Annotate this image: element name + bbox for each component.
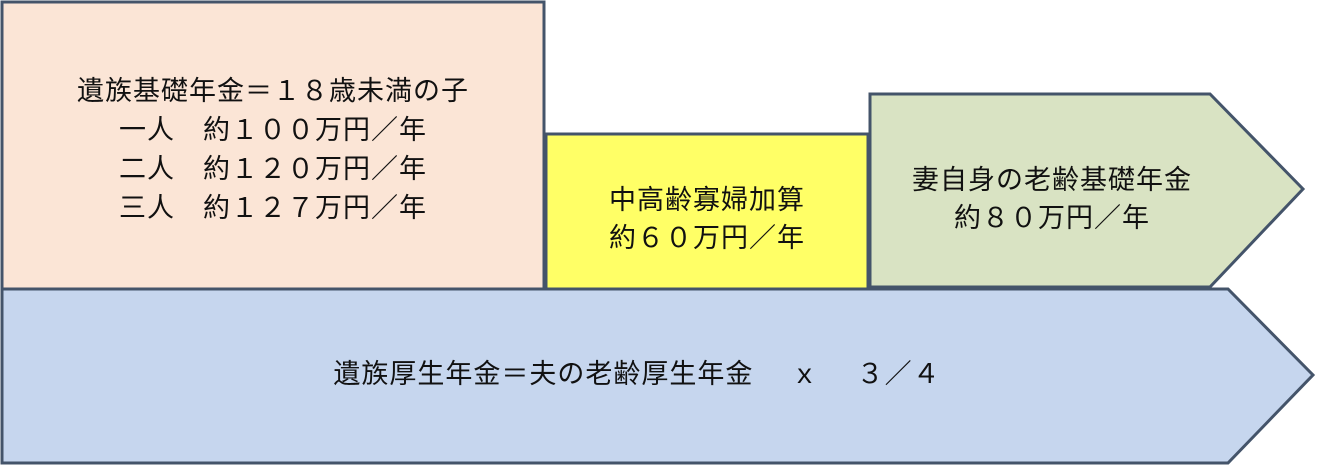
survivor-employees-pension-text: 遺族厚生年金＝夫の老齢厚生年金 ｘ ３／４ <box>2 350 1272 400</box>
basic-pension-line-one-child: 一人 約１００万円／年 <box>119 115 427 146</box>
basic-pension-line-three-children: 三人 約１２７万円／年 <box>119 193 427 224</box>
survivor-basic-pension-text: 遺族基礎年金＝１８歳未満の子 一人 約１００万円／年 二人 約１２０万円／年 三… <box>2 70 544 230</box>
wife-old-age-pension-title: 妻自身の老齢基礎年金 <box>912 165 1192 196</box>
wife-old-age-pension-text: 妻自身の老齢基礎年金 約８０万円／年 <box>872 150 1232 250</box>
survivor-employees-pension-formula: 遺族厚生年金＝夫の老齢厚生年金 ｘ ３／４ <box>333 359 941 390</box>
survivor-basic-pension-box <box>0 0 546 291</box>
survivor-employees-pension-arrow <box>0 287 1316 465</box>
middle-aged-widow-title: 中高齢寡婦加算 <box>609 185 805 216</box>
middle-aged-widow-text: 中高齢寡婦加算 約６０万円／年 <box>546 168 868 272</box>
wife-old-age-pension-arrow <box>868 92 1306 289</box>
wife-old-age-pension-amount: 約８０万円／年 <box>954 203 1150 234</box>
basic-pension-line-title: 遺族基礎年金＝１８歳未満の子 <box>77 76 469 107</box>
middle-aged-widow-box <box>544 132 870 291</box>
basic-pension-line-two-children: 二人 約１２０万円／年 <box>119 154 427 185</box>
middle-aged-widow-amount: 約６０万円／年 <box>609 223 805 254</box>
